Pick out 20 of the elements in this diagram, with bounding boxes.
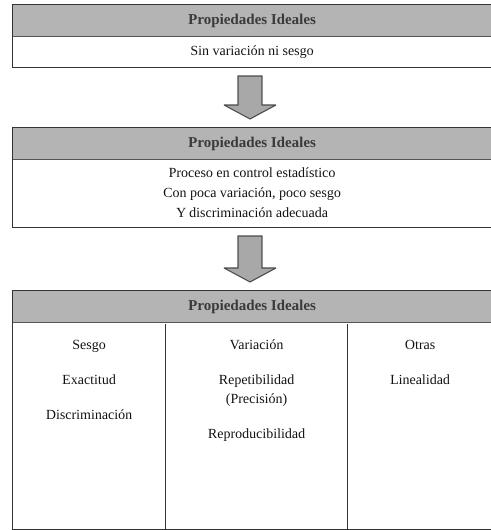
panel (12, 4, 491, 68)
panel-text: Y discriminación adecuada (176, 204, 328, 222)
column-item: Linealidad (389, 372, 451, 390)
panel-text: Sin variación ni sesgo (190, 43, 314, 61)
block-arrow (223, 75, 277, 120)
column-item: Repetibilidad (Precisión) (218, 372, 296, 409)
block-arrow (223, 235, 277, 283)
panel-text: Proceso en control estadístico (168, 164, 336, 182)
panel-header: Propiedades Ideales (188, 134, 316, 154)
panel (12, 127, 491, 228)
column-item: Reproducibilidad (206, 426, 306, 444)
column-item: Discriminación (44, 407, 134, 425)
panel-header: Propiedades Ideales (188, 11, 316, 30)
column-heading: Variación (228, 337, 284, 355)
column-heading: Otras (404, 337, 436, 355)
panel-header: Propiedades Ideales (188, 297, 316, 316)
panel (12, 290, 491, 530)
panel-text: Con poca variación, poco sesgo (163, 184, 341, 202)
column-item: Exactitud (61, 372, 117, 390)
column-heading: Sesgo (71, 337, 107, 355)
